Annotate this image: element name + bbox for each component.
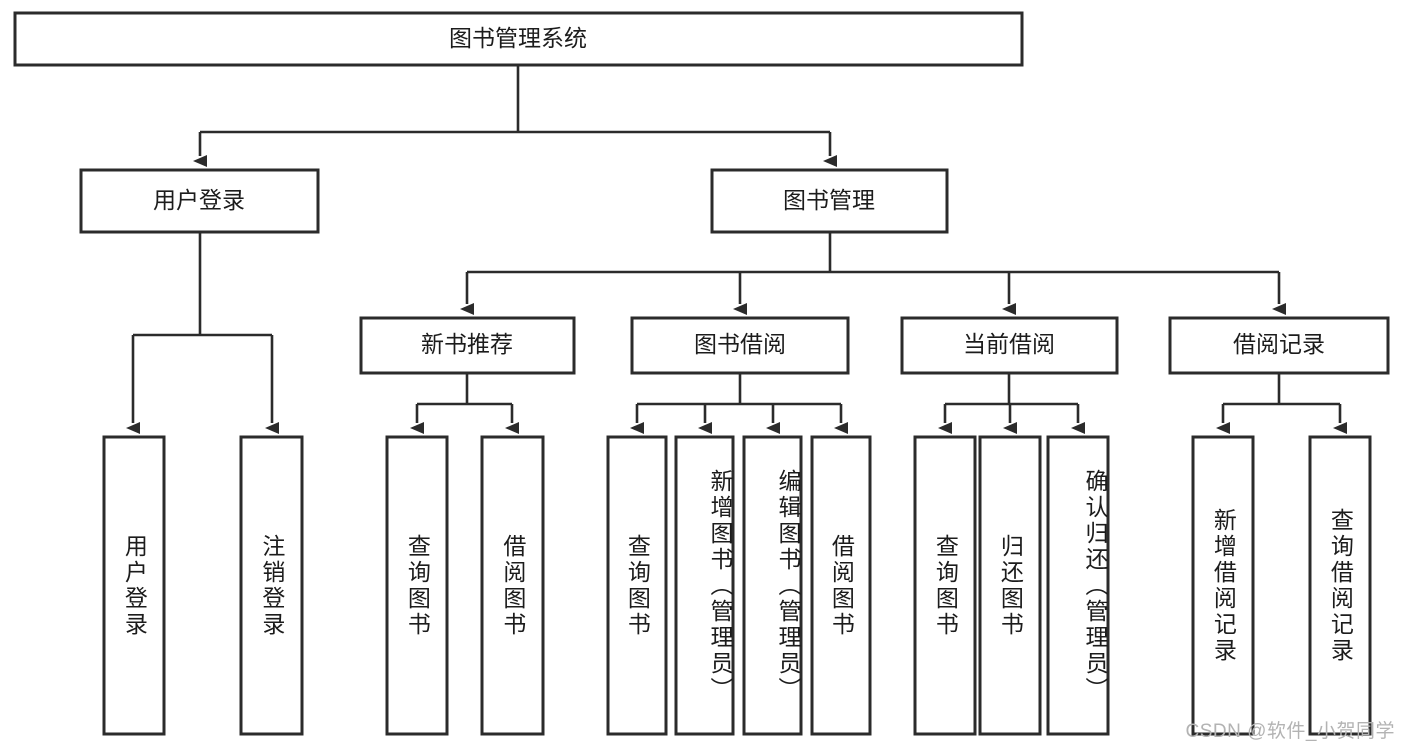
connector-group-new-book-recommend xyxy=(410,373,519,434)
node-current-borrow-box[interactable] xyxy=(900,316,1119,375)
node-book-management[interactable]: 图书管理 xyxy=(710,168,949,234)
node-current-borrow-label: 当前借阅 xyxy=(963,331,1055,357)
node-book-borrow[interactable]: 图书借阅 xyxy=(630,316,850,375)
node-leaf-user-login-box[interactable] xyxy=(102,435,166,736)
node-user-login-box[interactable] xyxy=(79,168,320,234)
node-leaf-logout-box[interactable] xyxy=(239,435,304,736)
node-book-management-label: 图书管理 xyxy=(783,187,875,213)
connector-group-book-borrow xyxy=(630,373,848,434)
node-leaf-return-book-box[interactable] xyxy=(978,435,1042,736)
connector-group-current-borrow xyxy=(938,373,1085,434)
node-leaf-confirm-return-box[interactable] xyxy=(1046,435,1110,736)
node-leaf-borrow-book-2-box[interactable] xyxy=(810,435,872,736)
node-book-borrow-box[interactable] xyxy=(630,316,850,375)
connector-group-user-login xyxy=(126,232,279,434)
node-book-management-box[interactable] xyxy=(710,168,949,234)
node-new-book-recommend[interactable]: 新书推荐 xyxy=(359,316,576,375)
node-root[interactable]: 图书管理系统 xyxy=(13,11,1024,67)
node-leaf-query-book-3-box[interactable] xyxy=(913,435,977,736)
connector-group-book-management xyxy=(460,232,1286,315)
node-current-borrow[interactable]: 当前借阅 xyxy=(900,316,1119,375)
node-leaf-borrow-book-1-box[interactable] xyxy=(480,435,545,736)
node-root-label: 图书管理系统 xyxy=(449,25,587,51)
node-user-login-label: 用户登录 xyxy=(153,187,245,213)
node-leaf-add-record-box[interactable] xyxy=(1191,435,1255,736)
node-book-borrow-label: 图书借阅 xyxy=(694,331,786,357)
node-borrow-record-box[interactable] xyxy=(1168,316,1390,375)
node-leaf-query-book-1-box[interactable] xyxy=(385,435,449,736)
node-leaf-add-book-box[interactable] xyxy=(674,435,735,736)
leaf-boxes xyxy=(102,435,1372,736)
node-new-book-recommend-label: 新书推荐 xyxy=(421,331,513,357)
node-borrow-record[interactable]: 借阅记录 xyxy=(1168,316,1390,375)
node-borrow-record-label: 借阅记录 xyxy=(1233,331,1325,357)
node-user-login[interactable]: 用户登录 xyxy=(79,168,320,234)
csdn-watermark: CSDN @软件_小贺同学 xyxy=(1185,721,1395,742)
connector-group-borrow-record xyxy=(1216,373,1347,434)
node-leaf-query-record-box[interactable] xyxy=(1308,435,1372,736)
node-root-box[interactable] xyxy=(13,11,1024,67)
node-leaf-query-book-2-box[interactable] xyxy=(606,435,668,736)
connector-group-root xyxy=(193,65,837,167)
node-new-book-recommend-box[interactable] xyxy=(359,316,576,375)
node-leaf-edit-book-box[interactable] xyxy=(742,435,803,736)
